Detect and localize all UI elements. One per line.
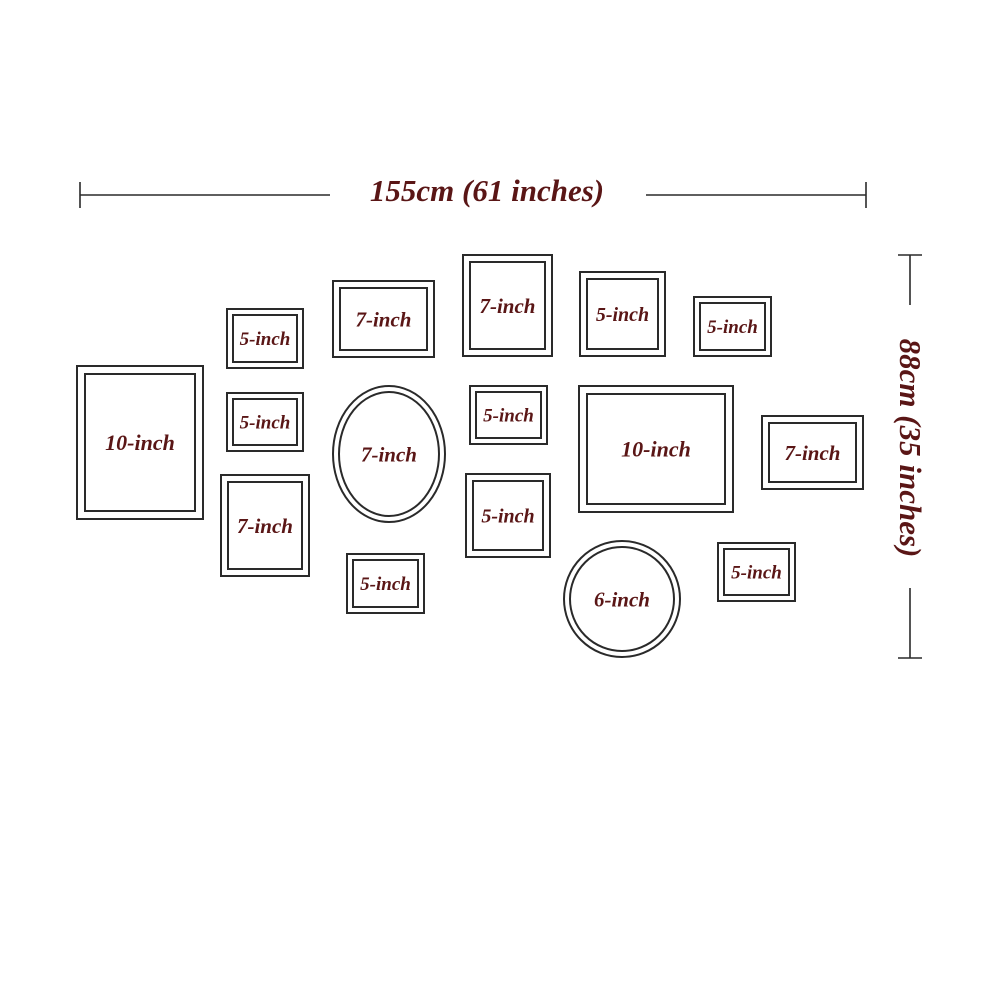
frame-inner-border [586,278,659,350]
picture-frame-1: 10-inch [76,365,204,520]
frame-outer-border [578,385,734,513]
picture-frame-4: 7-inch [220,474,310,577]
frame-inner-border [768,422,857,483]
frame-outer-border [563,540,681,658]
picture-frame-7: 5-inch [346,553,425,614]
height-dimension: 88cm (35 inches) [893,254,928,659]
frame-inner-border [232,398,298,446]
picture-frame-13: 5-inch [693,296,772,357]
width-dimension: 155cm (61 inches) [79,173,867,208]
frame-inner-border [339,287,428,351]
frame-size-label: 5-inch [240,329,291,350]
frame-outer-border [76,365,204,520]
picture-frame-3: 5-inch [226,392,304,452]
frame-size-label: 7-inch [479,294,535,318]
frame-inner-border [84,373,196,512]
frame-outer-border [220,474,310,577]
frame-inner-border [469,261,546,350]
frame-outer-border [717,542,796,602]
frame-outer-border [469,385,548,445]
frame-size-label: 5-inch [707,317,758,338]
frame-outer-border [761,415,864,490]
frame-size-label: 7-inch [355,307,411,331]
picture-frame-16: 7-inch [761,415,864,490]
frame-size-label: 5-inch [360,574,411,595]
frame-size-label: 5-inch [481,506,534,528]
frame-inner-border [699,302,766,351]
frame-size-label: 7-inch [237,514,293,538]
frame-outer-border [693,296,772,357]
picture-frame-12: 6-inch [563,540,681,658]
frame-outer-border [579,271,666,357]
picture-frame-9: 5-inch [469,385,548,445]
frame-inner-border [569,546,675,652]
frame-inner-border [586,393,726,505]
frame-size-label: 5-inch [240,413,291,434]
frames-group: 10-inch 5-inch 5-inch 7-inch 7-inch 7-inch 5-i… [76,254,864,658]
frame-size-label: 7-inch [361,442,417,466]
frame-inner-border [472,480,544,551]
picture-frame-5: 7-inch [332,280,435,358]
picture-frame-2: 5-inch [226,308,304,369]
frame-size-label: 5-inch [731,563,782,584]
frame-inner-border [232,314,298,363]
picture-frame-6: 7-inch [332,385,446,523]
frame-outer-border [465,473,551,558]
picture-frame-14: 10-inch [578,385,734,513]
frame-size-label: 10-inch [621,437,691,462]
frame-inner-border [723,548,790,596]
frame-inner-border [352,559,419,608]
picture-frame-11: 5-inch [579,271,666,357]
width-label: 155cm (61 inches) [370,173,604,208]
frame-size-label: 5-inch [596,304,649,326]
frame-size-label: 6-inch [594,587,650,611]
picture-frame-10: 5-inch [465,473,551,558]
frame-size-label: 10-inch [105,430,175,455]
frame-outer-border [346,553,425,614]
frame-outer-border [226,392,304,452]
frame-outer-border [332,280,435,358]
frame-size-label: 5-inch [483,406,534,427]
height-label: 88cm (35 inches) [893,339,928,558]
picture-frame-15: 5-inch [717,542,796,602]
frame-inner-border [227,481,303,570]
frame-outer-border [462,254,553,357]
frame-outer-border [226,308,304,369]
frame-inner-border [475,391,542,439]
frame-size-label: 7-inch [784,441,840,465]
frame-inner-border [338,391,440,517]
frame-outer-border [332,385,446,523]
picture-frame-8: 7-inch [462,254,553,357]
